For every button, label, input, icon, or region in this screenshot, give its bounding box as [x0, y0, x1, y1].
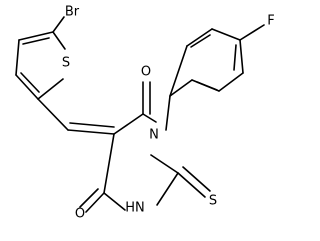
lower-carbonyl-oxygen-label: O — [75, 207, 85, 222]
bond-c4-o-double — [79, 188, 99, 208]
fluorine-label: F — [267, 14, 274, 29]
amide-nitrogen-label: HN — [125, 201, 145, 216]
bond-c3-c2 — [15, 74, 39, 100]
bond-c5-s — [52, 31, 66, 50]
bond-n1-c2 — [150, 154, 179, 174]
bond-c5-br — [52, 16, 65, 33]
chemical-structure-diagram: Br S O N F O HN S — [15, 5, 275, 222]
bond-n3-c4 — [103, 192, 126, 211]
bond-ar-f — [239, 24, 265, 41]
upper-carbonyl-oxygen-label: O — [141, 65, 151, 80]
bromine-label: Br — [65, 5, 80, 20]
bond-n1-aryl — [165, 95, 171, 131]
bond-c2-s — [37, 78, 64, 100]
bond-c4-o — [85, 192, 105, 213]
bond-ar4 — [239, 39, 244, 74]
bond-c5-c6 — [113, 113, 144, 135]
thiophene-sulfur-label: S — [62, 56, 70, 71]
bond-ar-double-1 — [196, 81, 218, 91]
bond-ch-c5ring — [67, 129, 115, 135]
bond-c4-c5 — [103, 133, 115, 194]
bond-ar3 — [218, 72, 244, 92]
bond-c4-c3 — [15, 39, 20, 76]
bond-c2-ch — [37, 98, 69, 131]
bond-ar7 — [169, 45, 188, 97]
bond-ar-double-3 — [190, 34, 211, 48]
bond-ar6 — [186, 28, 213, 47]
bond-ar5 — [211, 28, 241, 41]
ring-nitrogen-label: N — [149, 128, 159, 143]
bond-c3-c2-double — [20, 72, 40, 93]
bond-c5-c4 — [18, 31, 54, 41]
thione-sulfur-label: S — [209, 194, 217, 209]
bond-ch-c5ring-double — [69, 122, 115, 128]
atom-labels: Br S O N F O HN S — [62, 5, 275, 222]
bond-c5-c4-double — [22, 37, 50, 45]
bond-lines — [15, 16, 265, 213]
bond-c2-s-double — [182, 166, 211, 192]
bond-c2-s — [177, 172, 206, 198]
bond-c2-n3 — [156, 172, 179, 206]
bond-c6-n1 — [142, 113, 157, 123]
bond-ar1 — [169, 79, 193, 97]
bond-ar-double-2 — [233, 44, 237, 71]
